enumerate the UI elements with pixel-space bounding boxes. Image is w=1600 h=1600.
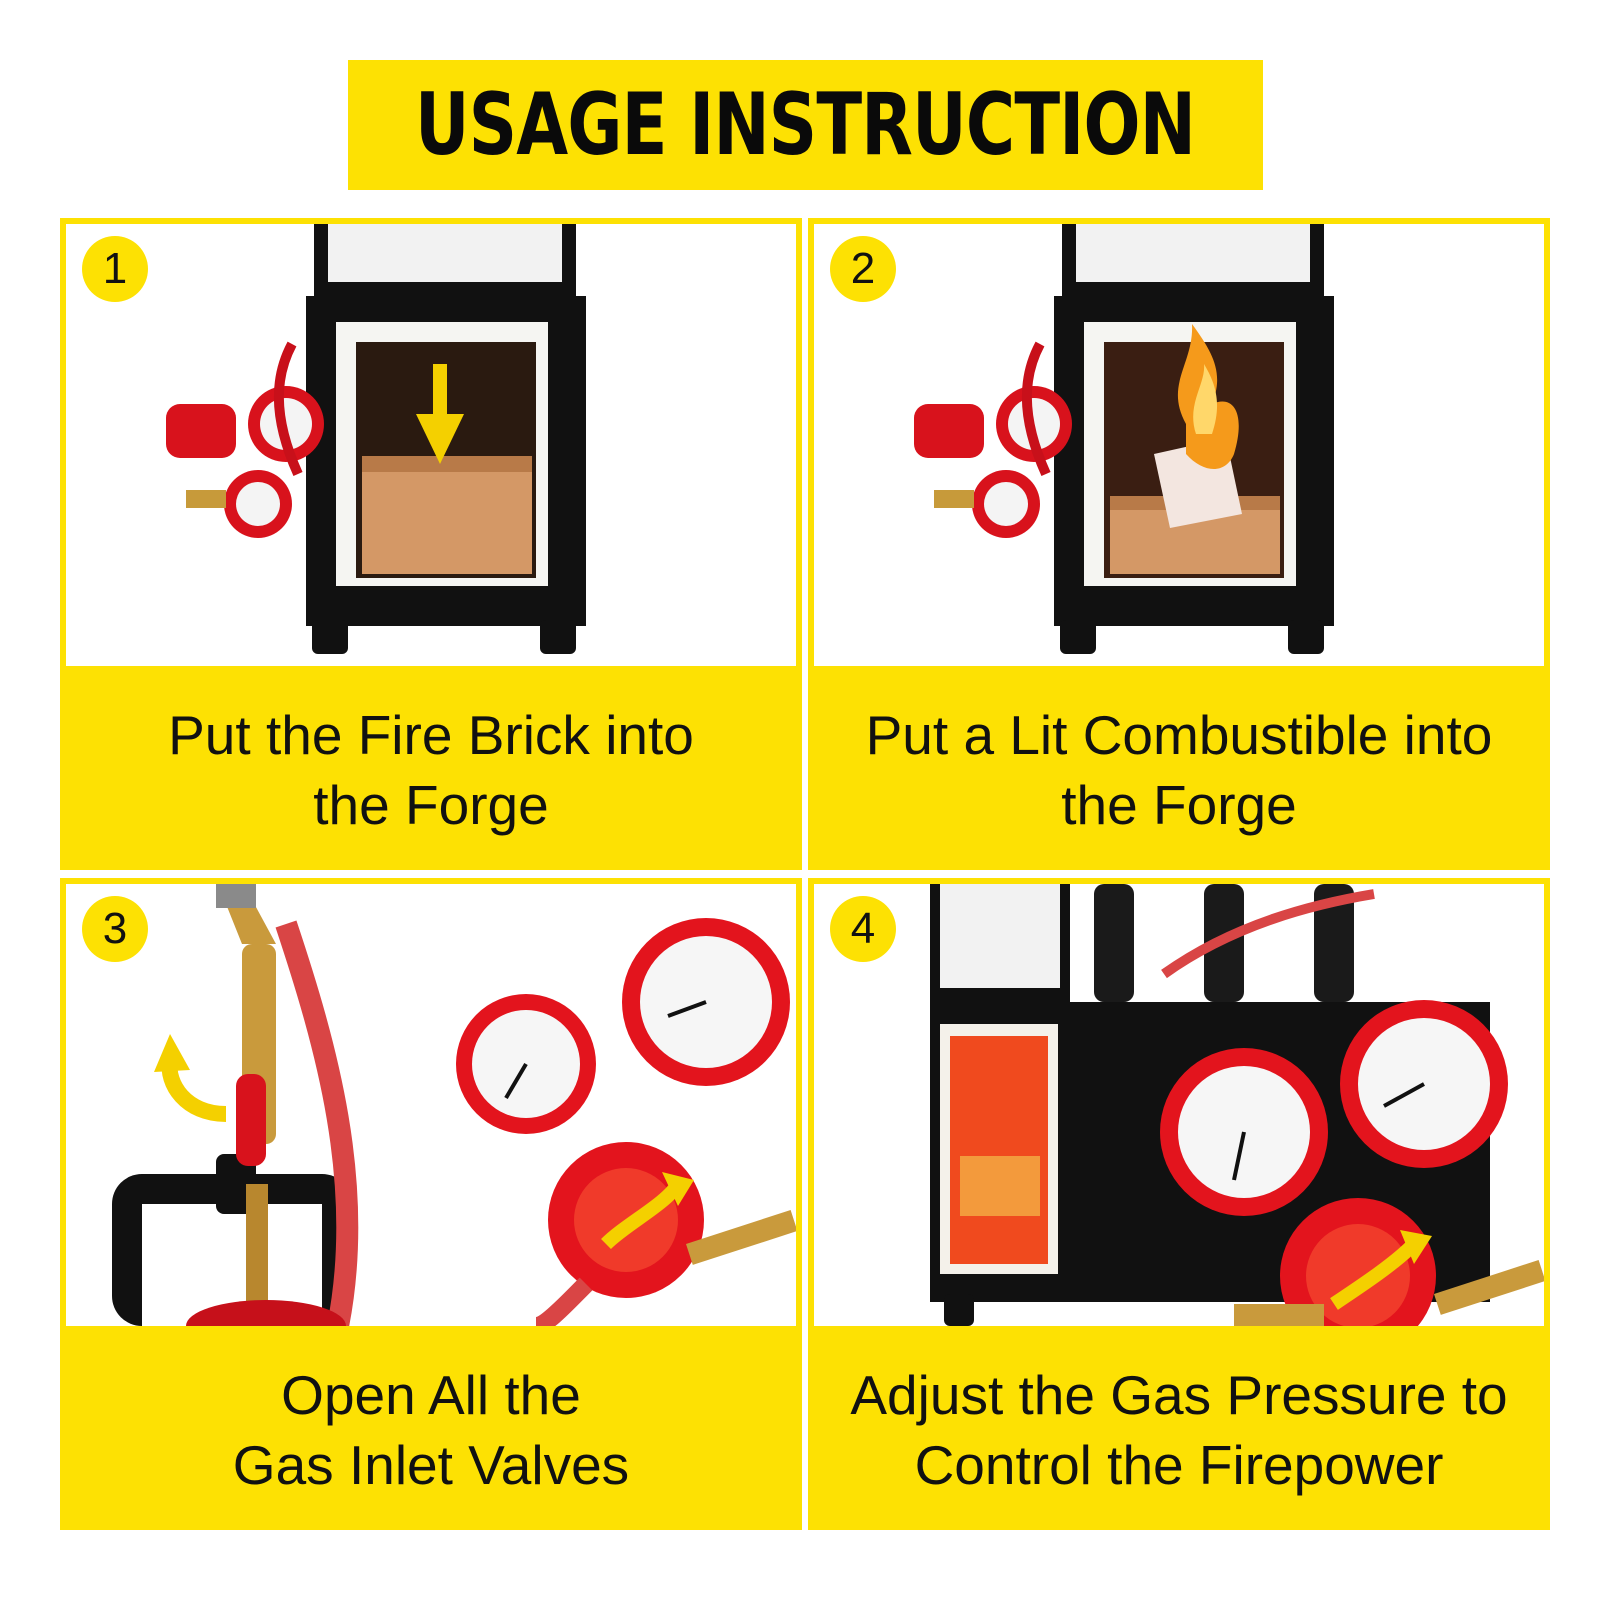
- step-card-2: 2 Put a Lit Combustible into the Forge: [808, 218, 1550, 870]
- gas-valve-regulator-image: [112, 884, 796, 1326]
- step-caption-line: the Forge: [313, 774, 549, 836]
- step-caption-line: Gas Inlet Valves: [232, 1434, 630, 1496]
- step-number-badge: 4: [830, 896, 896, 962]
- step-caption-line: Put the Fire Brick into: [168, 704, 694, 766]
- forge-lit-combustible-image: [914, 224, 1334, 654]
- step-caption: Adjust the Gas Pressure to Control the F…: [808, 1330, 1550, 1530]
- step-caption-line: Open All the: [281, 1364, 581, 1426]
- page-title: USAGE INSTRUCTION: [415, 75, 1196, 175]
- step-card-1: 1 Put the Fire Brick into the Forge: [60, 218, 802, 870]
- step-number-badge: 2: [830, 236, 896, 302]
- step-card-3: 3 Open All the Gas Inlet Valves: [60, 878, 802, 1530]
- step-card-4: 4 Adjust the Gas Pressure to Control the…: [808, 878, 1550, 1530]
- step-number-badge: 1: [82, 236, 148, 302]
- step-1-illustration: [66, 224, 796, 666]
- step-caption: Put the Fire Brick into the Forge: [60, 670, 802, 870]
- step-caption: Put a Lit Combustible into the Forge: [808, 670, 1550, 870]
- step-4-illustration: [814, 884, 1544, 1326]
- step-caption: Open All the Gas Inlet Valves: [60, 1330, 802, 1530]
- step-number-badge: 3: [82, 896, 148, 962]
- step-2-illustration: [814, 224, 1544, 666]
- forge-fire-brick-image: [166, 224, 586, 654]
- step-3-illustration: [66, 884, 796, 1326]
- step-caption-line: Control the Firepower: [914, 1434, 1444, 1496]
- step-caption-line: Adjust the Gas Pressure to: [850, 1364, 1508, 1426]
- title-banner: USAGE INSTRUCTION: [348, 60, 1263, 190]
- lit-forge-regulator-image: [930, 884, 1544, 1326]
- step-caption-line: Put a Lit Combustible into: [865, 704, 1493, 766]
- step-caption-line: the Forge: [1061, 774, 1297, 836]
